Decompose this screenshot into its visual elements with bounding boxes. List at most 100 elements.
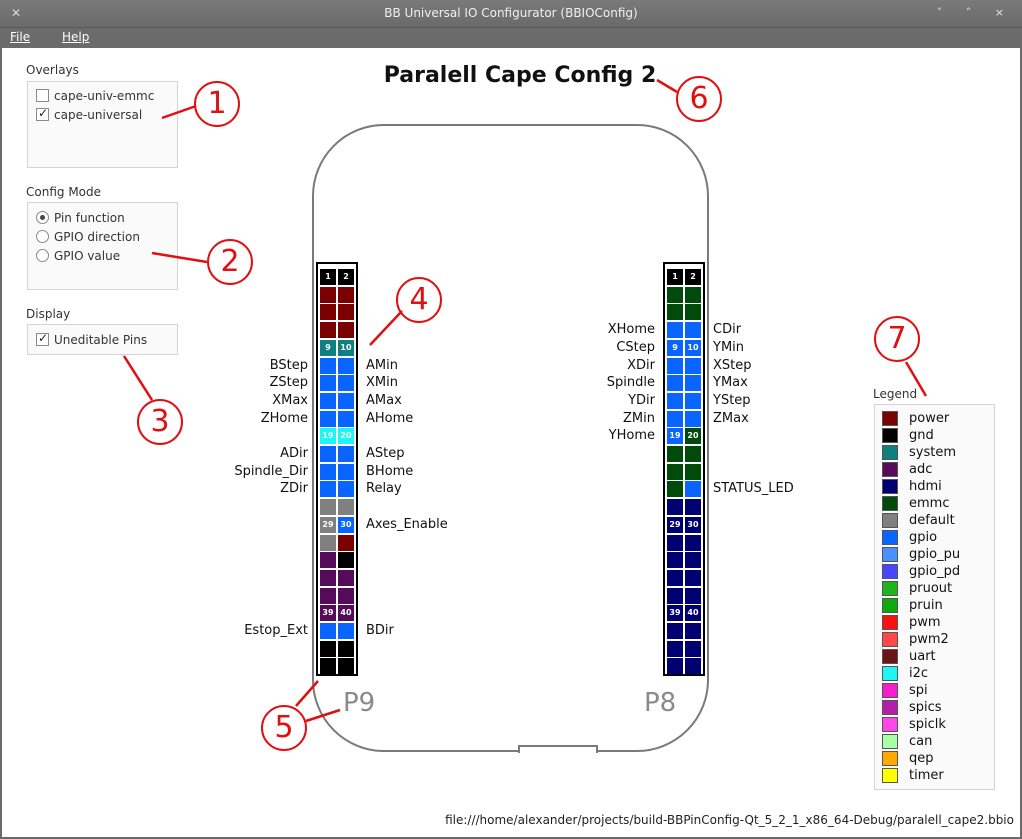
pin-p9-19[interactable]: 19 [320, 428, 336, 444]
pin-p9-18[interactable] [338, 411, 354, 427]
checkbox-checked-icon[interactable] [36, 331, 49, 346]
pin-p9-12[interactable] [338, 358, 354, 374]
pin-p8-18[interactable] [685, 411, 701, 427]
radio-gpio-value[interactable]: GPIO value [36, 249, 120, 263]
menu-file[interactable]: File [10, 30, 31, 44]
menu-help[interactable]: Help [62, 30, 90, 44]
pin-p8-9[interactable]: 9 [667, 340, 683, 356]
radio-icon[interactable] [36, 230, 49, 243]
pin-p9-16[interactable] [338, 393, 354, 409]
pin-p8-30[interactable]: 30 [685, 517, 701, 533]
pin-p8-37[interactable] [667, 588, 683, 604]
pin-p8-27[interactable] [667, 499, 683, 515]
pin-p8-7[interactable] [667, 322, 683, 338]
checkbox-checked-icon[interactable] [36, 106, 49, 121]
pin-p8-36[interactable] [685, 570, 701, 586]
pin-p9-4[interactable] [338, 287, 354, 303]
pin-p8-6[interactable] [685, 304, 701, 320]
radio-gpio-direction[interactable]: GPIO direction [36, 230, 140, 244]
pin-p8-14[interactable] [685, 375, 701, 391]
pin-p9-36[interactable] [338, 570, 354, 586]
pin-p9-31[interactable] [320, 535, 336, 551]
pin-p8-5[interactable] [667, 304, 683, 320]
pin-p8-44[interactable] [685, 641, 701, 657]
pin-p9-22[interactable] [338, 446, 354, 462]
pin-p9-43[interactable] [320, 641, 336, 657]
pin-p9-24[interactable] [338, 464, 354, 480]
pin-p9-1[interactable]: 1 [320, 269, 336, 285]
pin-p9-32[interactable] [338, 535, 354, 551]
pin-p9-11[interactable] [320, 358, 336, 374]
pin-p8-3[interactable] [667, 287, 683, 303]
pin-p8-12[interactable] [685, 358, 701, 374]
pin-p8-1[interactable]: 1 [667, 269, 683, 285]
pin-p8-11[interactable] [667, 358, 683, 374]
pin-p8-4[interactable] [685, 287, 701, 303]
pin-p9-20[interactable]: 20 [338, 428, 354, 444]
pin-p9-7[interactable] [320, 322, 336, 338]
pin-p8-2[interactable]: 2 [685, 269, 701, 285]
pin-p8-45[interactable] [667, 658, 683, 674]
pin-p9-42[interactable] [338, 623, 354, 639]
pin-p8-19[interactable]: 19 [667, 428, 683, 444]
pin-p9-3[interactable] [320, 287, 336, 303]
checkbox-icon[interactable] [36, 89, 49, 102]
pin-p8-26[interactable] [685, 481, 701, 497]
pin-p8-16[interactable] [685, 393, 701, 409]
pin-p9-28[interactable] [338, 499, 354, 515]
pin-p9-23[interactable] [320, 464, 336, 480]
pin-p9-5[interactable] [320, 304, 336, 320]
pin-p8-13[interactable] [667, 375, 683, 391]
pin-p9-41[interactable] [320, 623, 336, 639]
pin-p8-31[interactable] [667, 535, 683, 551]
pin-p8-21[interactable] [667, 446, 683, 462]
pin-p9-46[interactable] [338, 658, 354, 674]
pin-p9-13[interactable] [320, 375, 336, 391]
pin-p8-33[interactable] [667, 552, 683, 568]
pin-p9-2[interactable]: 2 [338, 269, 354, 285]
pin-p9-15[interactable] [320, 393, 336, 409]
pin-p8-28[interactable] [685, 499, 701, 515]
pin-p9-34[interactable] [338, 552, 354, 568]
pin-p8-25[interactable] [667, 481, 683, 497]
pin-p9-25[interactable] [320, 481, 336, 497]
pin-p9-17[interactable] [320, 411, 336, 427]
overlay-option-emmc[interactable]: cape-univ-emmc [36, 89, 154, 103]
pin-p8-46[interactable] [685, 658, 701, 674]
pin-p9-6[interactable] [338, 304, 354, 320]
pin-p9-40[interactable]: 40 [338, 605, 354, 621]
pin-p9-44[interactable] [338, 641, 354, 657]
pin-p9-35[interactable] [320, 570, 336, 586]
pin-p8-41[interactable] [667, 623, 683, 639]
pin-p8-40[interactable]: 40 [685, 605, 701, 621]
window-controls[interactable]: ˅ ˄ × [936, 6, 1014, 19]
pin-p8-43[interactable] [667, 641, 683, 657]
pin-p9-45[interactable] [320, 658, 336, 674]
pin-p8-42[interactable] [685, 623, 701, 639]
pin-p8-35[interactable] [667, 570, 683, 586]
pin-p8-24[interactable] [685, 464, 701, 480]
pin-p9-29[interactable]: 29 [320, 517, 336, 533]
pin-p8-20[interactable]: 20 [685, 428, 701, 444]
pin-p8-8[interactable] [685, 322, 701, 338]
pin-p9-37[interactable] [320, 588, 336, 604]
pin-p9-39[interactable]: 39 [320, 605, 336, 621]
pin-p8-15[interactable] [667, 393, 683, 409]
cape-title[interactable]: Paralell Cape Config 2 [383, 63, 657, 88]
pin-p9-30[interactable]: 30 [338, 517, 354, 533]
pin-p8-23[interactable] [667, 464, 683, 480]
pin-p9-38[interactable] [338, 588, 354, 604]
pin-p9-14[interactable] [338, 375, 354, 391]
pin-p8-29[interactable]: 29 [667, 517, 683, 533]
pin-p8-34[interactable] [685, 552, 701, 568]
pin-p8-10[interactable]: 10 [685, 340, 701, 356]
pin-p9-26[interactable] [338, 481, 354, 497]
pin-p8-17[interactable] [667, 411, 683, 427]
pin-p9-8[interactable] [338, 322, 354, 338]
radio-icon[interactable] [36, 249, 49, 262]
radio-selected-icon[interactable] [36, 211, 49, 224]
checkbox-uneditable-pins[interactable]: Uneditable Pins [36, 331, 147, 347]
pin-p9-21[interactable] [320, 446, 336, 462]
pin-p9-9[interactable]: 9 [320, 340, 336, 356]
overlay-option-universal[interactable]: cape-universal [36, 106, 142, 122]
